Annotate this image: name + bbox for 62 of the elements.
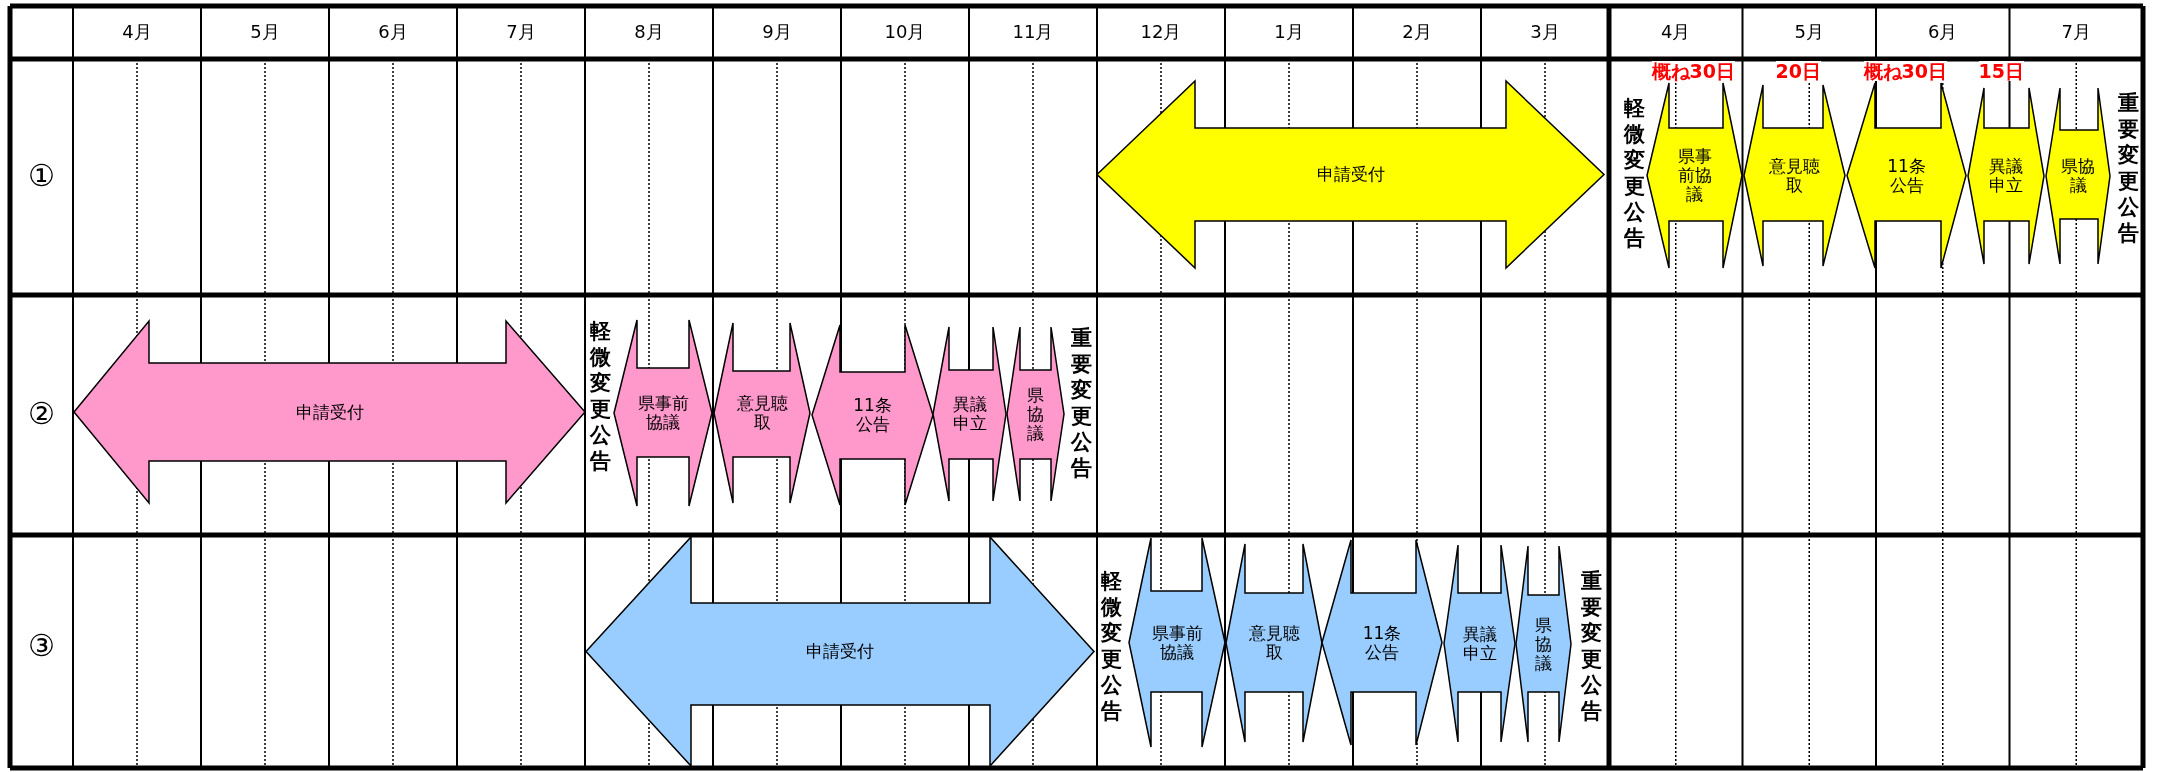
chevron-shape xyxy=(1129,538,1225,747)
stage-label: 異議申立 xyxy=(1988,157,2024,195)
stage-label: 県協議 xyxy=(1534,615,1553,673)
chevron-shape xyxy=(1647,83,1742,268)
stage-label: 意見聴取 xyxy=(1247,624,1301,662)
month-header: 2月 xyxy=(1401,22,1433,42)
month-header: 4月 xyxy=(121,22,153,42)
vertical-note: 軽微変更公告 xyxy=(1623,95,1645,251)
chevron-shape xyxy=(614,320,712,506)
stage-label: 県事前協議 xyxy=(1676,147,1713,204)
month-header: 7月 xyxy=(505,22,537,42)
stage-label: 意見聴取 xyxy=(1768,156,1821,195)
chevron-shape xyxy=(1968,88,2044,264)
month-header: 12月 xyxy=(1139,22,1183,42)
stage-label: 県協議 xyxy=(2060,157,2096,195)
month-header: 10月 xyxy=(883,22,927,42)
double-arrow-shape xyxy=(74,321,585,503)
stage-label: 11条公告 xyxy=(1886,156,1927,195)
duration-label: 概ね30日 xyxy=(1651,61,1735,81)
stage-label: 申請受付 xyxy=(1315,165,1386,184)
double-arrow-shape xyxy=(586,537,1094,766)
month-header: 4月 xyxy=(1660,22,1692,42)
stage-label: 申請受付 xyxy=(294,402,365,422)
month-header: 5月 xyxy=(1793,22,1825,42)
stage-label: 意見聴取 xyxy=(735,394,789,432)
month-header: 1月 xyxy=(1273,22,1305,42)
chevron-shape xyxy=(1444,545,1515,742)
duration-label: 15日 xyxy=(1978,61,2024,81)
stage-label: 県事前協議 xyxy=(636,394,690,432)
chevron-shape xyxy=(1226,544,1322,742)
stage-label: 11条公告 xyxy=(852,396,893,434)
chevron-shape xyxy=(1744,85,1845,266)
month-header: 8月 xyxy=(633,22,665,42)
vertical-note: 軽微変更公告 xyxy=(589,318,611,474)
stage-label: 申請受付 xyxy=(805,642,875,661)
chevron-shape xyxy=(1516,546,1571,742)
month-header: 3月 xyxy=(1529,22,1561,42)
month-header: 7月 xyxy=(2060,22,2092,42)
duration-label: 概ね30日 xyxy=(1863,61,1947,81)
chevron-shape xyxy=(714,323,810,503)
stage-label: 11条公告 xyxy=(1362,623,1402,662)
month-header: 6月 xyxy=(377,22,409,42)
double-arrow-shape xyxy=(1097,81,1604,268)
chevron-shape xyxy=(1847,83,1966,268)
chevron-shape xyxy=(812,325,933,505)
month-header: 11月 xyxy=(1011,22,1055,42)
row-number: ① xyxy=(28,160,55,192)
stage-label: 異議申立 xyxy=(1461,624,1498,663)
month-header: 6月 xyxy=(1927,22,1959,42)
chevron-shape xyxy=(1007,327,1064,501)
chevron-shape xyxy=(1322,540,1442,745)
stage-label: 県事前協議 xyxy=(1150,623,1204,662)
stage-label: 県協議 xyxy=(1026,385,1045,443)
chevron-shape xyxy=(933,327,1006,501)
stage-label: 異議申立 xyxy=(951,395,988,433)
month-header: 9月 xyxy=(761,22,793,42)
chevron-shape xyxy=(2046,88,2110,264)
month-header: 5月 xyxy=(249,22,281,42)
duration-label: 20日 xyxy=(1775,61,1821,81)
row-number: ② xyxy=(28,398,55,430)
vertical-note: 軽微変更公告 xyxy=(1100,568,1122,724)
row-number: ③ xyxy=(28,630,55,662)
